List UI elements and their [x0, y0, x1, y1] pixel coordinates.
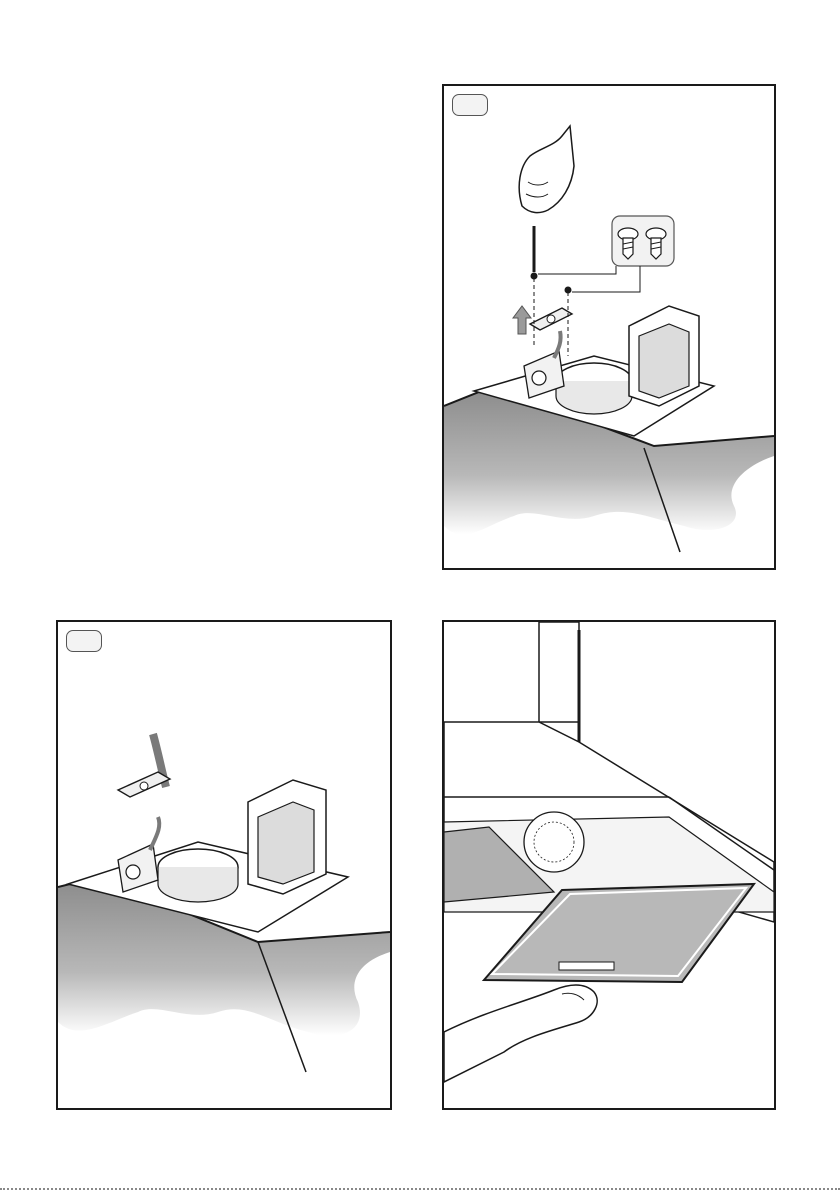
illustration-panel-bracket-with-cable: [56, 620, 392, 1110]
lift-arrow-icon: [513, 306, 531, 334]
grease-filter-illustration: [444, 622, 774, 1108]
bracket-removal-illustration: [444, 86, 774, 568]
chimney: [539, 622, 579, 722]
screw-detail-callout: [612, 216, 674, 266]
fan-icon: [524, 812, 584, 872]
power-cable: [150, 817, 159, 850]
bracket-cable-illustration: [58, 622, 390, 1108]
illustration-panel-grease-filter: [442, 620, 776, 1110]
screw-icon: [565, 287, 572, 294]
illustration-panel-remove-bracket: [442, 84, 776, 570]
hand-icon: [444, 985, 597, 1082]
filter-handle: [559, 962, 614, 970]
hand-icon: [519, 126, 574, 213]
page-bottom-rule: [0, 1188, 840, 1190]
screw-icon: [531, 273, 538, 280]
